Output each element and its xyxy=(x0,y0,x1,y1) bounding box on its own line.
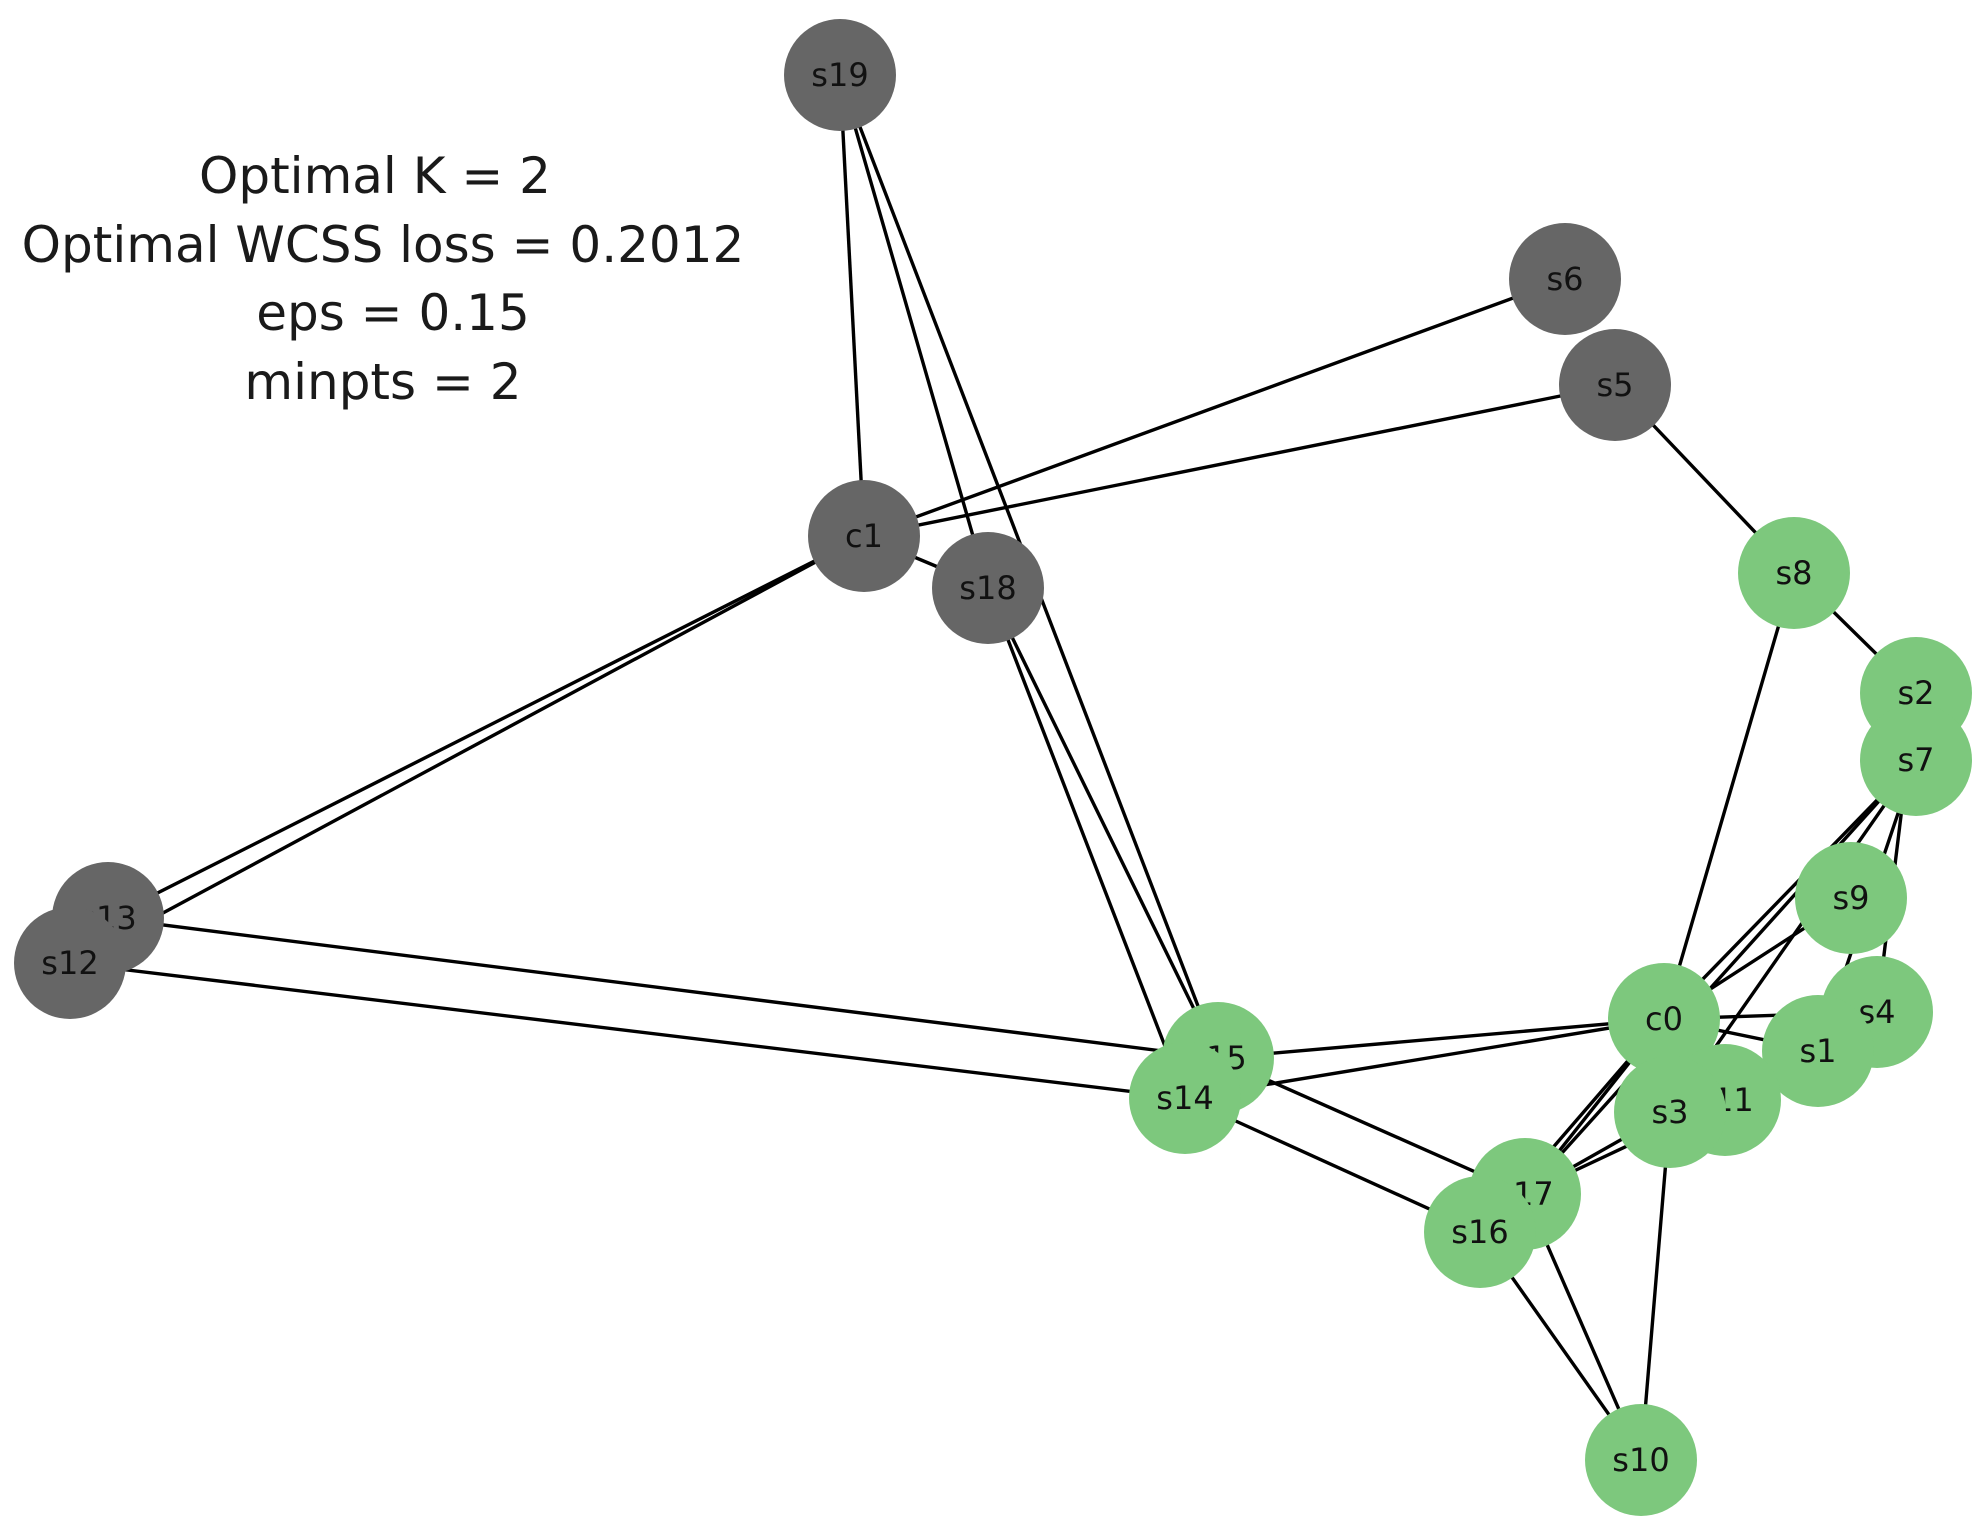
node-circle-s3 xyxy=(1614,1056,1726,1168)
node-circle-s9 xyxy=(1795,842,1907,954)
edge-c1-s5 xyxy=(863,383,1616,538)
node-label-s10: s10 xyxy=(1612,1441,1669,1479)
node-label-s7: s7 xyxy=(1897,741,1934,779)
edge-s7-s17 xyxy=(1523,758,1918,1196)
edge-s7-c0 xyxy=(1662,758,1918,1021)
node-label-c1: c1 xyxy=(845,517,883,555)
node-label-s3: s3 xyxy=(1651,1093,1688,1131)
node-label-s8: s8 xyxy=(1775,554,1812,592)
node-label-s16: s16 xyxy=(1451,1213,1508,1251)
node-s6: s6 xyxy=(1509,223,1621,335)
node-s16: s16 xyxy=(1424,1176,1536,1288)
edge-s3-s10 xyxy=(1639,1111,1672,1461)
node-circle-s1 xyxy=(1762,995,1874,1107)
node-c1: c1 xyxy=(808,480,920,592)
node-label-s1: s1 xyxy=(1799,1032,1836,1070)
node-s19: s19 xyxy=(784,19,896,131)
edge-c1-s12 xyxy=(69,534,865,965)
node-circle-s18 xyxy=(932,532,1044,644)
nodes-layer: s19s6s5c1s18s13s12s8s2s7s9s4s1c0s11s3s15… xyxy=(14,19,1972,1516)
edge-s18-s14 xyxy=(986,587,1187,1099)
node-s9: s9 xyxy=(1795,842,1907,954)
node-s10: s10 xyxy=(1585,1404,1697,1516)
node-label-s12: s12 xyxy=(41,944,98,982)
node-circle-s7 xyxy=(1860,704,1972,816)
node-circle-s16 xyxy=(1424,1176,1536,1288)
node-label-s19: s19 xyxy=(811,56,868,94)
edge-s19-c1 xyxy=(838,74,866,537)
optimal-wcss-text: Optimal WCSS loss = 0.2012 xyxy=(22,216,745,274)
node-s14: s14 xyxy=(1129,1042,1241,1154)
node-circle-s6 xyxy=(1509,223,1621,335)
node-label-c0: c0 xyxy=(1645,1000,1683,1038)
node-circle-s8 xyxy=(1738,517,1850,629)
minpts-text: minpts = 2 xyxy=(244,353,521,411)
node-circle-s10 xyxy=(1585,1404,1697,1516)
node-circle-s14 xyxy=(1129,1042,1241,1154)
node-s7: s7 xyxy=(1860,704,1972,816)
node-label-s14: s14 xyxy=(1156,1079,1213,1117)
annotation-text: Optimal K = 2 Optimal WCSS loss = 0.2012… xyxy=(22,147,745,411)
node-label-s9: s9 xyxy=(1832,879,1869,917)
edge-c0-s15 xyxy=(1217,1017,1665,1060)
node-label-s18: s18 xyxy=(959,569,1016,607)
node-label-s5: s5 xyxy=(1596,366,1633,404)
edge-c1-s6 xyxy=(863,277,1566,538)
edge-s13-s15 xyxy=(107,916,1219,1060)
optimal-k-text: Optimal K = 2 xyxy=(199,147,551,205)
node-c0: c0 xyxy=(1608,963,1720,1075)
eps-text: eps = 0.15 xyxy=(256,284,530,342)
edge-s12-s14 xyxy=(69,961,1186,1100)
node-s8: s8 xyxy=(1738,517,1850,629)
edge-s19-s18 xyxy=(838,74,990,589)
edge-s18-s15 xyxy=(986,587,1220,1059)
node-circle-s5 xyxy=(1559,329,1671,441)
node-s5: s5 xyxy=(1559,329,1671,441)
node-s18: s18 xyxy=(932,532,1044,644)
edges-layer xyxy=(69,74,1918,1461)
node-circle-s19 xyxy=(784,19,896,131)
node-s3: s3 xyxy=(1614,1056,1726,1168)
node-circle-c1 xyxy=(808,480,920,592)
node-circle-c0 xyxy=(1608,963,1720,1075)
node-label-s6: s6 xyxy=(1546,260,1583,298)
node-s1: s1 xyxy=(1762,995,1874,1107)
node-circle-s12 xyxy=(14,907,126,1019)
edge-c1-s13 xyxy=(107,534,865,920)
node-s12: s12 xyxy=(14,907,126,1019)
edge-s8-c0 xyxy=(1662,572,1796,1020)
